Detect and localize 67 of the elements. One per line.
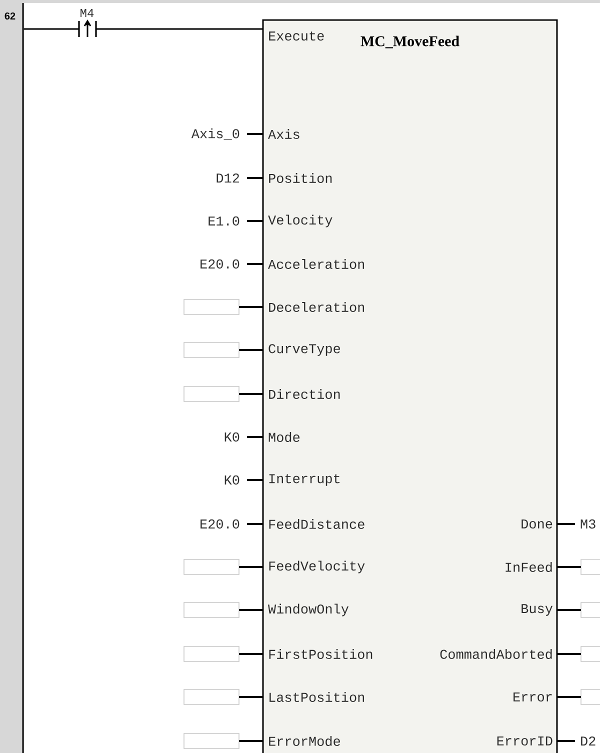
input-field — [184, 733, 240, 749]
connection-line — [239, 696, 263, 698]
pin-label: Error — [514, 692, 552, 702]
connection-line — [247, 220, 263, 222]
connection-line — [557, 696, 581, 698]
connection-line — [557, 609, 581, 611]
pin-label: Direction — [269, 389, 340, 399]
variable-label: K0 — [224, 432, 240, 442]
pin-label: CurveType — [268, 344, 340, 356]
connection-line — [24, 28, 78, 30]
input-field — [184, 299, 240, 315]
variable-label: K0 — [224, 475, 240, 485]
input-field — [184, 689, 240, 705]
input-field — [184, 646, 240, 662]
connection-line — [239, 349, 263, 351]
pin-label: FeedDistance — [269, 519, 364, 529]
pin-label: WindowOnly — [268, 604, 349, 616]
connection-line — [557, 653, 581, 655]
connection-line — [557, 740, 575, 742]
pin-label: Position — [269, 173, 332, 183]
contact-label: M4 — [80, 9, 94, 17]
variable-label: M3 — [580, 519, 596, 529]
connection-line — [96, 28, 263, 30]
connection-line — [239, 653, 263, 655]
input-field — [580, 646, 600, 662]
input-field — [580, 559, 600, 575]
pin-label: FeedVelocity — [269, 560, 365, 574]
pin-label: Velocity — [268, 214, 332, 228]
pin-label: CommandAborted — [440, 649, 552, 659]
pin-label: ErrorMode — [269, 736, 340, 746]
pin-label: Execute — [269, 31, 324, 41]
connection-line — [247, 263, 263, 265]
connection-line — [247, 479, 263, 481]
pin-label: ErrorID — [497, 736, 552, 746]
variable-label: D2 — [581, 736, 596, 746]
connection-line — [239, 306, 263, 308]
variable-label: Axis_0 — [191, 128, 240, 140]
pin-label: Acceleration — [268, 259, 364, 269]
pin-label: Axis — [268, 129, 300, 139]
variable-label: E1.0 — [208, 216, 240, 226]
connection-line — [557, 566, 581, 568]
pin-label: Done — [522, 520, 552, 528]
input-field — [184, 602, 240, 618]
pin-label: Busy — [522, 604, 553, 616]
variable-label: D12 — [216, 174, 240, 183]
connection-line — [247, 436, 263, 438]
connection-line — [557, 523, 575, 525]
input-field — [580, 689, 600, 705]
connection-line — [247, 523, 263, 525]
connection-line — [247, 133, 263, 135]
pin-label: Interrupt — [269, 474, 340, 486]
input-field — [184, 386, 240, 402]
pin-label: InFeed — [506, 562, 552, 572]
connection-line — [239, 609, 263, 611]
input-field — [184, 559, 240, 575]
connection-line — [247, 177, 263, 179]
pin-label: Deceleration — [269, 302, 364, 312]
variable-label: E20.0 — [200, 519, 240, 529]
connection-line — [239, 393, 263, 395]
pin-label: Mode — [268, 432, 300, 442]
connection-line — [239, 566, 263, 568]
pin-label: LastPosition — [270, 692, 364, 702]
input-field — [184, 342, 240, 358]
connection-line — [239, 740, 263, 742]
variable-label: E20.0 — [200, 259, 240, 269]
pin-label: FirstPosition — [269, 649, 372, 659]
input-field — [580, 602, 600, 618]
